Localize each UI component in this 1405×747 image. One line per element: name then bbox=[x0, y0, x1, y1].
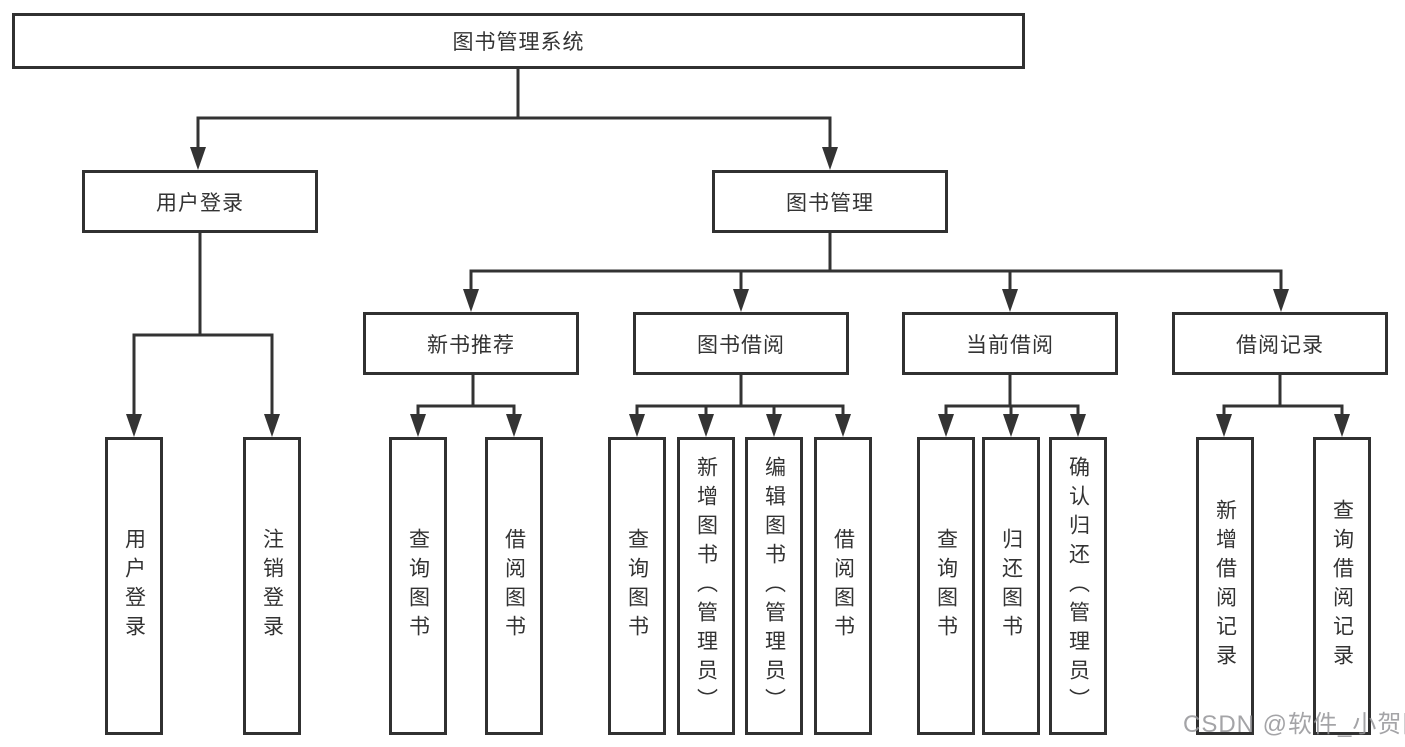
leaf-add-book-admin-label: 新增图书（管理员） bbox=[694, 455, 718, 717]
leaf-query-books-label: 查询图书 bbox=[625, 528, 649, 644]
leaf-add-book-admin: 新增图书（管理员） bbox=[677, 437, 735, 735]
node-current-borrowing-label: 当前借阅 bbox=[966, 333, 1054, 357]
leaf-user-login-label: 用户登录 bbox=[122, 528, 146, 644]
node-borrowing-records: 借阅记录 bbox=[1172, 312, 1388, 375]
leaf-add-borrow-record: 新增借阅记录 bbox=[1196, 437, 1254, 735]
node-book-management-label: 图书管理 bbox=[786, 191, 874, 215]
leaf-edit-book-admin-label: 编辑图书（管理员） bbox=[762, 455, 786, 717]
leaf-query-books: 查询图书 bbox=[608, 437, 666, 735]
csdn-watermark: CSDN @软件_小贺同学 bbox=[1183, 711, 1405, 738]
leaf-query-borrow-record: 查询借阅记录 bbox=[1313, 437, 1371, 735]
leaf-logout-label: 注销登录 bbox=[260, 528, 284, 644]
node-root-label: 图书管理系统 bbox=[452, 31, 585, 54]
node-book-management: 图书管理 bbox=[712, 170, 948, 233]
leaf-edit-book-admin: 编辑图书（管理员） bbox=[745, 437, 803, 735]
leaf-confirm-return-admin: 确认归还（管理员） bbox=[1049, 437, 1107, 735]
node-borrowing-records-label: 借阅记录 bbox=[1236, 333, 1324, 357]
leaf-logout: 注销登录 bbox=[243, 437, 301, 735]
leaf-query-books: 查询图书 bbox=[917, 437, 975, 735]
leaf-query-borrow-record-label: 查询借阅记录 bbox=[1330, 499, 1354, 673]
leaf-borrow-books-label: 借阅图书 bbox=[502, 528, 526, 644]
node-new-book-recommendation: 新书推荐 bbox=[363, 312, 579, 375]
node-book-borrowing: 图书借阅 bbox=[633, 312, 849, 375]
node-new-book-recommendation-label: 新书推荐 bbox=[427, 333, 515, 357]
node-user-login-label: 用户登录 bbox=[156, 191, 244, 215]
node-book-borrowing-label: 图书借阅 bbox=[697, 333, 785, 357]
leaf-query-books-label: 查询图书 bbox=[406, 528, 430, 644]
node-user-login: 用户登录 bbox=[82, 170, 318, 233]
leaf-borrow-books: 借阅图书 bbox=[814, 437, 872, 735]
leaf-query-books-label: 查询图书 bbox=[934, 528, 958, 644]
node-root: 图书管理系统 bbox=[12, 13, 1025, 69]
leaf-borrow-books: 借阅图书 bbox=[485, 437, 543, 735]
leaf-return-books-label: 归还图书 bbox=[999, 528, 1023, 644]
leaf-borrow-books-label: 借阅图书 bbox=[831, 528, 855, 644]
leaf-query-books: 查询图书 bbox=[389, 437, 447, 735]
leaf-add-borrow-record-label: 新增借阅记录 bbox=[1213, 499, 1237, 673]
leaf-return-books: 归还图书 bbox=[982, 437, 1040, 735]
leaf-user-login: 用户登录 bbox=[105, 437, 163, 735]
leaf-confirm-return-admin-label: 确认归还（管理员） bbox=[1066, 455, 1090, 717]
node-current-borrowing: 当前借阅 bbox=[902, 312, 1118, 375]
